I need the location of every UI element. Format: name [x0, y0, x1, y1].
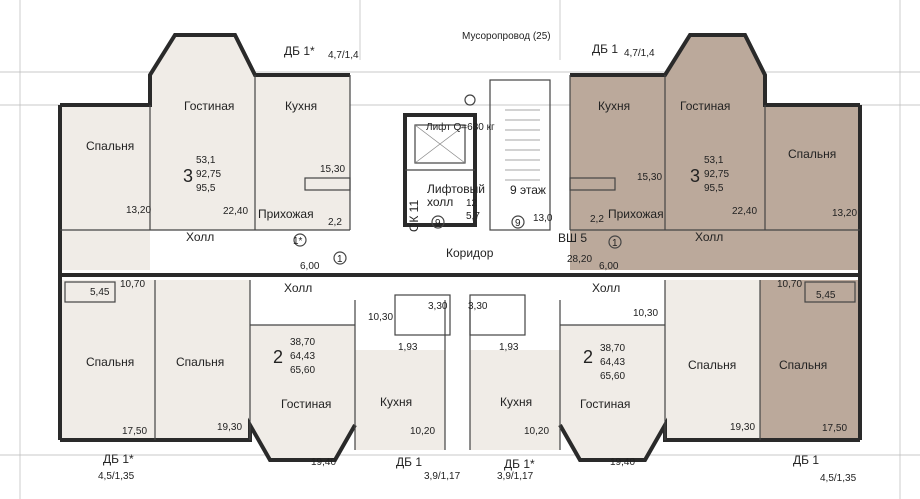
apt-area1-left-top: 53,1	[196, 155, 216, 166]
dim-kit-right-bottom: 10,20	[524, 426, 549, 437]
dim-liv-left-bottom: 19,40	[311, 457, 336, 468]
node-9-right: 9	[515, 218, 521, 229]
room-bedroom-right-top: Спальня	[788, 147, 836, 161]
dim-13-label: 13,0	[533, 213, 553, 224]
lift-hall-num-2: 5,7	[466, 211, 480, 222]
room-living-right-top: Гостиная	[680, 99, 730, 113]
apt-area2-right-top: 92,75	[704, 169, 729, 180]
apt-area3-right-bottom: 65,60	[600, 371, 625, 382]
dim-bed-right-top: 13,20	[832, 208, 857, 219]
apt-area2-left-top: 92,75	[196, 169, 221, 180]
apt-area3-left-bottom: 65,60	[290, 365, 315, 376]
vent-shaft-label: ВШ 5	[558, 231, 587, 245]
apt-area1-right-top: 53,1	[704, 155, 724, 166]
dim-wc-right-bottom: 1,93	[499, 342, 519, 353]
room-entry-right-top: Прихожая	[608, 207, 664, 221]
dim-entry-left-top: 2,2	[328, 217, 342, 228]
apt-area2-left-bottom: 64,43	[290, 351, 315, 362]
balcony-top-right-size: 4,7/1,4	[624, 48, 655, 59]
lift-hall-label-1: Лифтовый	[427, 182, 485, 196]
dim-bed-right-bottom: 17,50	[822, 423, 847, 434]
apt-area1-left-bottom: 38,70	[290, 337, 315, 348]
balcony-left-bottom: ДБ 1*	[103, 452, 134, 466]
corridor-label: Коридор	[446, 246, 494, 260]
room-kitchen-right-top: Кухня	[598, 99, 630, 113]
balcony-top-left-size: 4,7/1,4	[328, 50, 359, 61]
room-kitchen-right-bottom: Кухня	[500, 395, 532, 409]
floor-label: 9 этаж	[510, 183, 546, 197]
room-entry-left-top: Прихожая	[258, 207, 314, 221]
dim-bath-right-top: 10,70	[777, 279, 802, 290]
dim-hall-right-bottom: 10,30	[633, 308, 658, 319]
room-hall-left-top: Холл	[186, 230, 214, 244]
balcony2-size-right-bottom: 4,5/1,35	[820, 473, 857, 484]
room-kitchen-left-top: Кухня	[285, 99, 317, 113]
dim-corr2-right-top: 28,20	[567, 254, 592, 265]
walls	[58, 33, 862, 462]
room-living-right-bottom: Гостиная	[580, 397, 630, 411]
apt-area2-right-bottom: 64,43	[600, 357, 625, 368]
apt-rooms-left-top: 3	[183, 166, 193, 186]
room-hall-left-bottom: Холл	[284, 281, 312, 295]
dim-living-right-top: 22,40	[732, 206, 757, 217]
room-kitchen-left-bottom: Кухня	[380, 395, 412, 409]
lift-label: Лифт Q=630 кг	[426, 121, 495, 133]
dim-bed2-left-bottom: 19,30	[217, 422, 242, 433]
room-bedroom1-right-bottom: Спальня	[688, 358, 736, 372]
dim-bed2-right-bottom: 19,30	[730, 422, 755, 433]
balcony2-right-bottom: ДБ 1	[793, 453, 819, 467]
balcony2-size-left-bottom: 3,9/1,17	[424, 471, 461, 482]
dim-liv-right-bottom: 19,40	[610, 457, 635, 468]
balcony-right-bottom: ДБ 1*	[504, 457, 535, 471]
dim-hall-left-bottom: 10,30	[368, 312, 393, 323]
apt-area3-left-top: 95,5	[196, 183, 216, 194]
room-hall-right-top: Холл	[695, 230, 723, 244]
room-fills	[60, 35, 860, 460]
balcony-top-right-label: ДБ 1	[592, 42, 618, 56]
balcony-top-left-label: ДБ 1*	[284, 44, 315, 58]
apt-rooms-left-bottom: 2	[273, 347, 283, 367]
chute-label: Мусоропровод (25)	[462, 31, 551, 42]
dim-wc-left-bottom: 1,93	[398, 342, 418, 353]
dim-balc-right-top: 5,45	[816, 290, 836, 301]
room-bedroom-left-top: Спальня	[86, 139, 134, 153]
dim-entry-right-top: 2,2	[590, 214, 604, 225]
apt-rooms-right-bottom: 2	[583, 347, 593, 367]
dim-kit-left-bottom: 10,20	[410, 426, 435, 437]
dim-balc-left-top: 5,45	[90, 287, 110, 298]
mark-right-top: 1	[612, 238, 618, 249]
room-bedroom1-left-bottom: Спальня	[86, 355, 134, 369]
dim-bed-left-bottom: 17,50	[122, 426, 147, 437]
mark2-left-top: 1	[337, 254, 343, 265]
room-bedroom2-left-bottom: Спальня	[176, 355, 224, 369]
dim-bath-right-bottom: 3,30	[468, 301, 488, 312]
lift-hall-label-2: холл	[427, 195, 453, 209]
room-living-left-top: Гостиная	[184, 99, 234, 113]
room-living-left-bottom: Гостиная	[281, 397, 331, 411]
apt-rooms-right-top: 3	[690, 166, 700, 186]
node-9-left: 9	[435, 218, 441, 229]
dim-bath-left-top: 10,70	[120, 279, 145, 290]
dim-bath-left-bottom: 3,30	[428, 301, 448, 312]
lift-hall-num-1: 12	[466, 198, 478, 209]
ok-label: ОК 11	[407, 200, 421, 232]
apt-area1-right-bottom: 38,70	[600, 343, 625, 354]
room-hall-right-bottom: Холл	[592, 281, 620, 295]
dim-kitchen-right-top: 15,30	[637, 172, 662, 183]
balcony-size-right-bottom: 3,9/1,17	[497, 471, 534, 482]
room-bedroom2-right-bottom: Спальня	[779, 358, 827, 372]
dim-kitchen-left-top: 15,30	[320, 164, 345, 175]
dim-corr-right-top: 6,00	[599, 261, 619, 272]
dim-bed-left-top: 13,20	[126, 205, 151, 216]
apt-area3-right-top: 95,5	[704, 183, 724, 194]
balcony-size-left-bottom: 4,5/1,35	[98, 471, 135, 482]
dim-living-left-top: 22,40	[223, 206, 248, 217]
mark1-left-top: 1*	[293, 236, 303, 247]
dim-corr-left-top: 6,00	[300, 261, 320, 272]
balcony2-left-bottom: ДБ 1	[396, 455, 422, 469]
